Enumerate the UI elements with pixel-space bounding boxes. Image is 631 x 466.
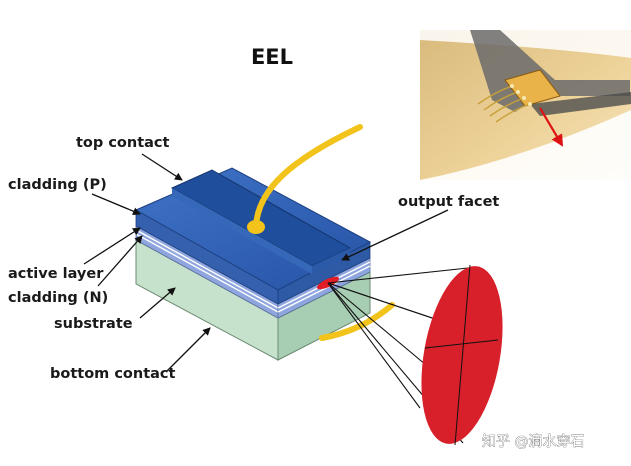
bond-wire	[253, 124, 363, 229]
laser-chip	[134, 124, 395, 361]
watermark-text: 知乎 @滴水穿石	[482, 433, 584, 450]
watermark: 知乎 @滴水穿石	[482, 433, 585, 451]
leader-lines	[83, 153, 449, 373]
label-substrate: substrate	[54, 316, 133, 332]
leader-top-contact	[141, 153, 183, 181]
leader-cladding-p	[91, 193, 141, 215]
label-cladding-p: cladding (P)	[8, 177, 107, 193]
label-top-contact: top contact	[76, 135, 170, 151]
diagram-title: EEL	[251, 45, 293, 69]
far-field-ellipse	[421, 264, 503, 446]
label-output-facet: output facet	[398, 194, 499, 210]
inset-photo	[420, 30, 631, 180]
leader-substrate	[139, 287, 176, 319]
label-bottom-contact: bottom contact	[50, 366, 176, 382]
leader-bottom-contact	[165, 327, 211, 373]
leader-cladding-n	[97, 235, 143, 287]
label-cladding-n: cladding (N)	[8, 290, 108, 306]
label-active-layer: active layer	[8, 266, 104, 282]
leader-active-layer	[83, 227, 141, 265]
labels: top contact cladding (P) active layer cl…	[8, 135, 499, 382]
leader-output-facet	[341, 209, 449, 261]
